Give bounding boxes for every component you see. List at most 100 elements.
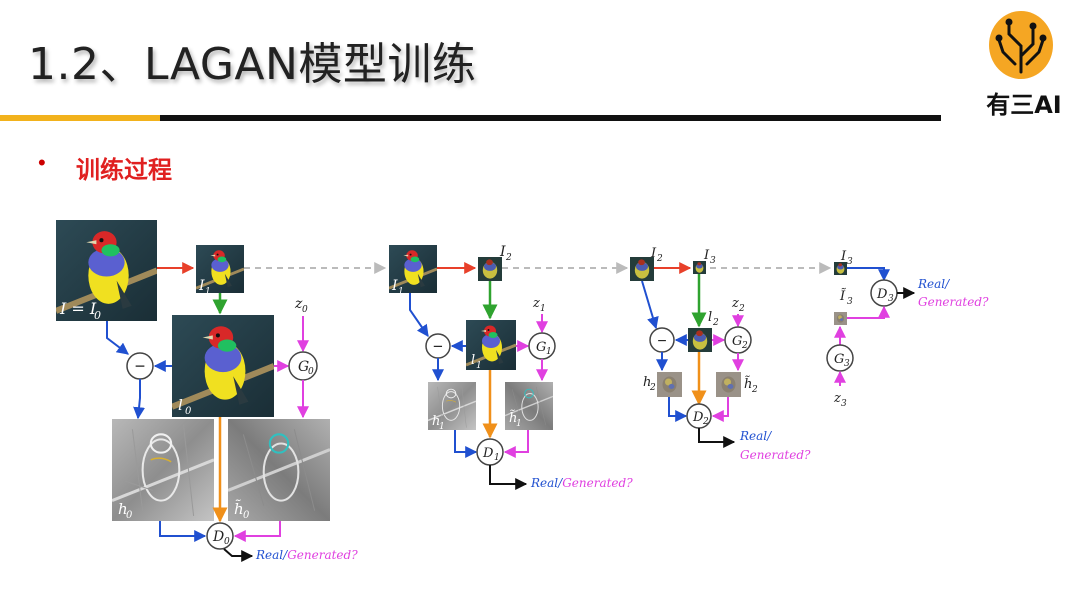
label-I2-a-sub: 2 xyxy=(505,253,512,263)
arrow-h2tilde-to-D2 xyxy=(711,397,729,422)
stage-0: I = I 0 I 1 l 0 − z 0 G 0 h 0 h̃ 0 D xyxy=(56,220,387,562)
label-z0: z xyxy=(294,296,303,312)
label-I-eq-I0: I = I xyxy=(59,299,97,318)
image-l0 xyxy=(172,315,274,417)
label-D3: D xyxy=(876,287,888,302)
label-I3-tilde-sub: 3 xyxy=(847,297,853,307)
minus-symbol-0: − xyxy=(135,356,146,376)
output-label-3b: Generated? xyxy=(918,295,989,309)
label-l2-sub: 2 xyxy=(712,318,719,328)
label-I3-tilde: Ĩ xyxy=(839,288,847,304)
title-underline-accent xyxy=(0,115,160,121)
label-l0: l xyxy=(178,396,183,414)
label-I3-b-sub: 3 xyxy=(847,257,853,267)
label-I3-b: I xyxy=(840,249,847,264)
label-G1-sub: 1 xyxy=(546,347,552,357)
arrow-I3-to-D3 xyxy=(847,267,890,282)
label-z1-sub: 1 xyxy=(540,304,546,314)
label-G0: G xyxy=(298,359,309,375)
label-G1: G xyxy=(536,340,546,355)
label-D1: D xyxy=(482,446,494,461)
label-z3: z xyxy=(833,391,841,406)
label-D2-sub: 2 xyxy=(702,417,709,427)
label-l0-sub: 0 xyxy=(185,406,192,417)
stage-3: I 3 D 3 Real/ Generated? Ĩ 3 G 3 z 3 xyxy=(826,249,989,409)
label-I2-b-sub: 2 xyxy=(656,254,663,264)
arrow-I3tilde-to-D3 xyxy=(847,305,890,319)
label-l2: l xyxy=(708,310,712,325)
arrow-I2-to-minus xyxy=(641,280,659,330)
section-heading: 训练过程 xyxy=(76,156,172,184)
label-h0: h xyxy=(118,500,128,518)
label-h1-sub: 1 xyxy=(439,422,445,432)
arrow-I0-to-minus xyxy=(106,321,129,355)
image-h2 xyxy=(657,372,682,397)
label-z1: z xyxy=(532,296,540,311)
arrow-minus-to-h0 xyxy=(133,379,146,420)
discriminator-node-D0 xyxy=(206,522,234,550)
label-h2-tilde-sub: 2 xyxy=(751,385,758,395)
output-label-2b: Generated? xyxy=(740,448,811,462)
arrow-D0-output xyxy=(223,548,254,562)
arrow-I1-to-minus xyxy=(409,293,429,337)
label-z2: z xyxy=(731,296,739,311)
slide-title: 1.2、LAGAN模型训练 xyxy=(28,39,477,90)
brand-logo: 有三AI xyxy=(985,10,1062,119)
bullet-icon: • xyxy=(38,150,46,175)
stage-2: I 2 I 3 l 2 − z 2 G 2 h 2 h̃ 2 D 2 xyxy=(630,246,832,462)
label-h2-sub: 2 xyxy=(649,383,656,393)
label-I1-b-sub: 1 xyxy=(398,287,404,297)
output-label-2a: Real/ xyxy=(739,429,773,443)
label-z2-sub: 2 xyxy=(738,304,745,314)
label-D0: D xyxy=(212,529,224,545)
label-I1-a-sub: 1 xyxy=(205,287,211,297)
arrow-h1-to-D1 xyxy=(454,430,478,458)
image-h2-tilde xyxy=(716,372,741,397)
arrow-h0-to-D0 xyxy=(159,521,207,542)
label-I2-a: I xyxy=(499,244,506,260)
label-h1-tilde-sub: 1 xyxy=(516,419,522,429)
label-G0-sub: 0 xyxy=(308,367,314,377)
arrow-D1-output xyxy=(489,465,528,490)
logo-text: 有三AI xyxy=(986,91,1062,119)
label-z0-sub: 0 xyxy=(302,305,308,315)
label-z3-sub: 3 xyxy=(841,399,847,409)
label-D2: D xyxy=(692,410,704,425)
output-label-3a: Real/ xyxy=(917,277,951,291)
minus-symbol-2: − xyxy=(657,333,666,350)
arrow-D2-output xyxy=(698,428,736,448)
label-l1: l xyxy=(471,353,475,368)
label-h1-tilde: h̃ xyxy=(509,409,517,426)
label-I2-b: I xyxy=(650,246,657,261)
image-I2-small xyxy=(478,257,502,281)
label-h0-tilde-sub: 0 xyxy=(243,510,250,521)
label-D3-sub: 3 xyxy=(888,294,894,304)
label-D0-sub: 0 xyxy=(224,537,230,547)
arrow-h2-to-D2 xyxy=(668,397,688,422)
label-G3-sub: 3 xyxy=(844,359,850,369)
label-I3-a-sub: 3 xyxy=(710,256,716,266)
label-G2-sub: 2 xyxy=(741,341,748,351)
title-underline xyxy=(160,115,941,121)
arrow-h0tilde-to-D0 xyxy=(233,521,281,542)
label-I1-b: I xyxy=(391,278,398,294)
minus-symbol-1: − xyxy=(433,337,443,356)
stage-1: I 1 I 2 l 1 − z 1 G 1 h 1 h̃ 1 D 1 xyxy=(389,244,633,490)
image-I3-tilde xyxy=(834,312,847,325)
output-label-1: Real/Generated? xyxy=(530,476,633,490)
label-h2-tilde: h̃ xyxy=(744,375,752,392)
label-h0-sub: 0 xyxy=(126,510,133,521)
label-I0-sub: 0 xyxy=(94,309,101,322)
label-G2: G xyxy=(732,334,742,349)
logo-circuit-icon xyxy=(989,11,1053,79)
output-label-0: Real/Generated? xyxy=(255,548,358,562)
label-l1-sub: 1 xyxy=(476,361,482,371)
label-h2: h xyxy=(643,375,651,390)
label-G3: G xyxy=(834,352,844,367)
arrow-h1tilde-to-D1 xyxy=(503,430,529,458)
label-I1-a: I xyxy=(198,278,205,294)
label-I3-a: I xyxy=(703,248,710,263)
image-l2 xyxy=(688,328,712,352)
label-h0-tilde: h̃ xyxy=(234,500,244,518)
